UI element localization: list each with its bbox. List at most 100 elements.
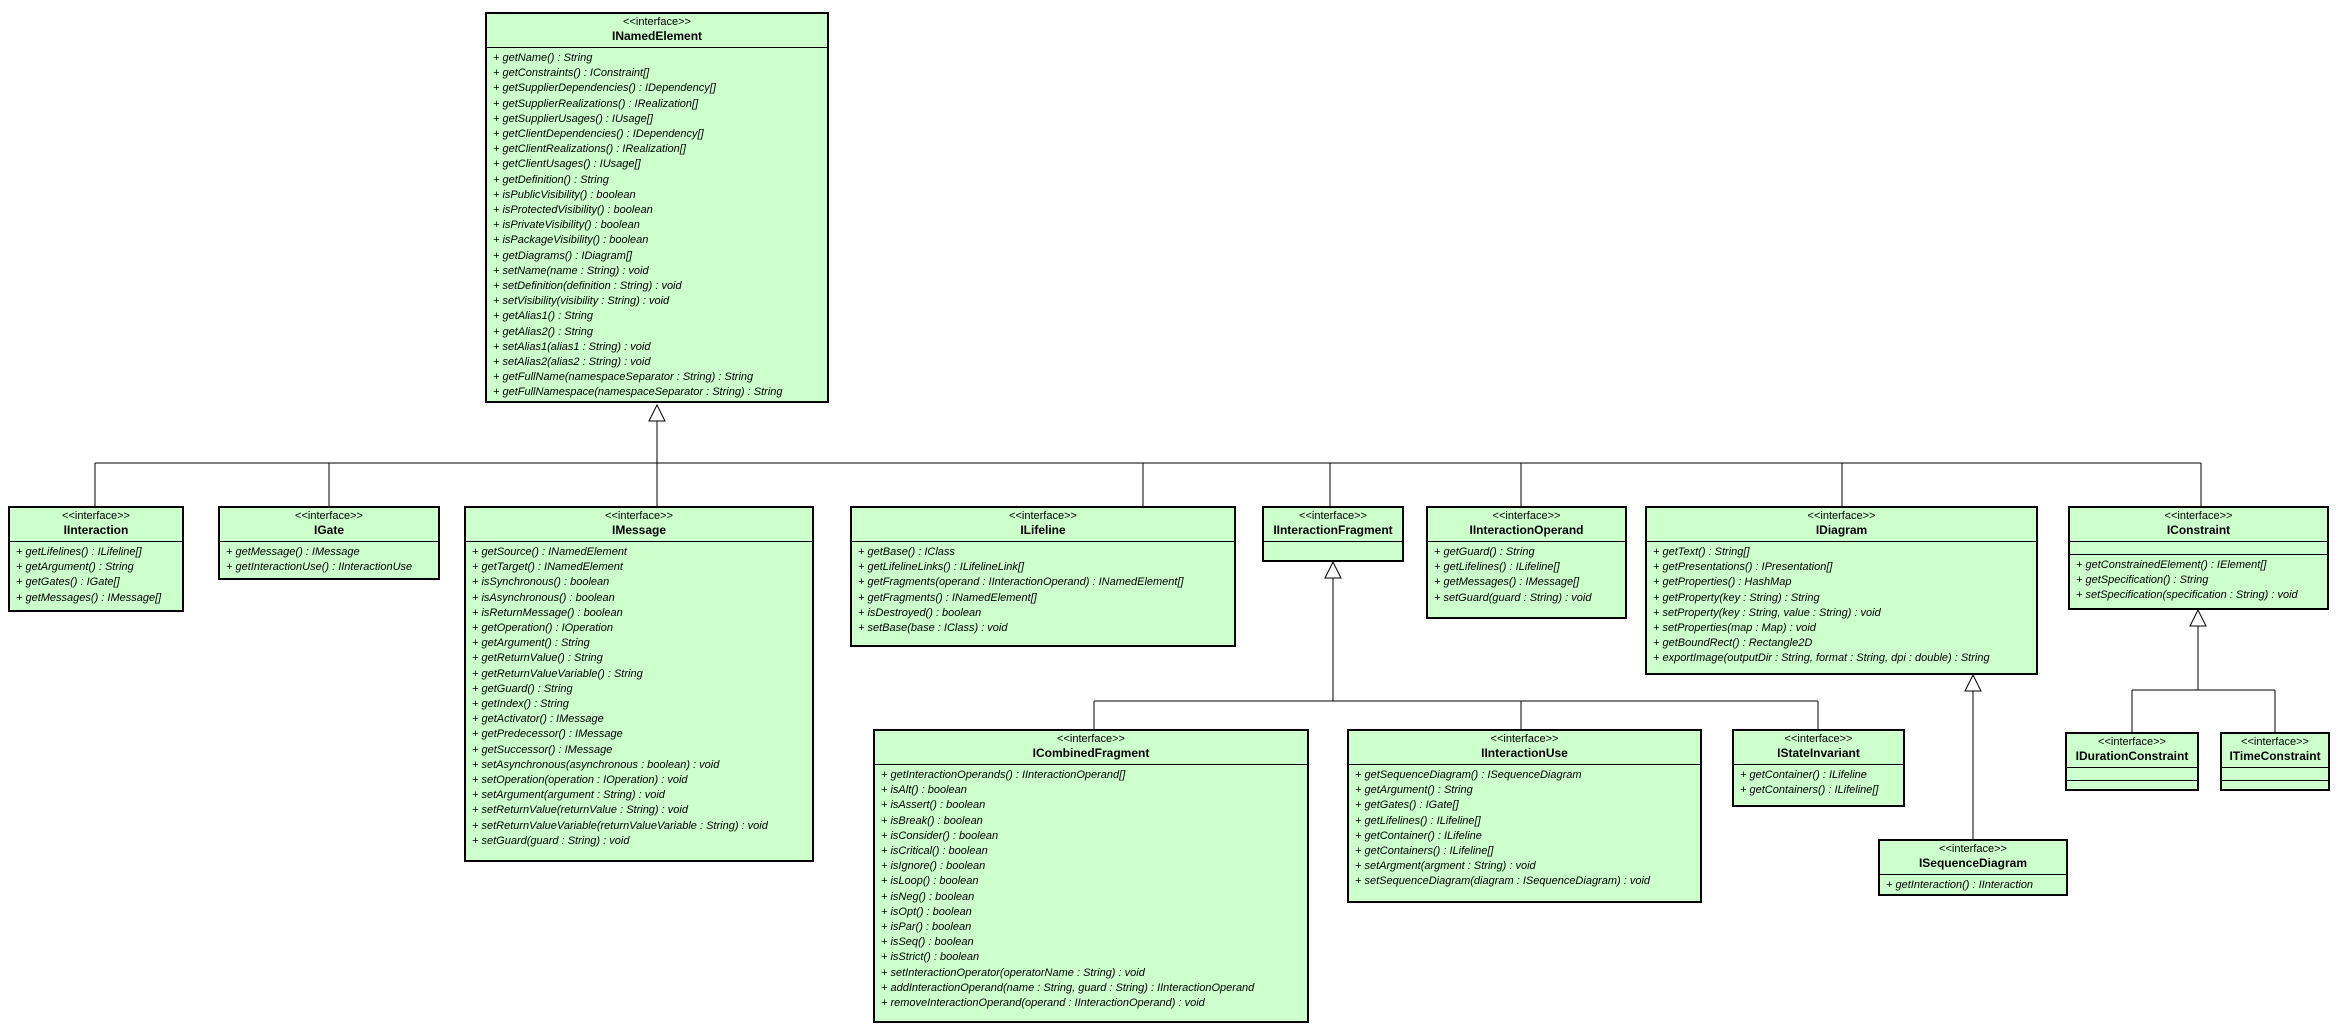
class-box-IDiagram[interactable]: <<interface>>IDiagram+ getText() : Strin… <box>1645 506 2038 675</box>
class-box-IInteractionOperand[interactable]: <<interface>>IInteractionOperand+ getGua… <box>1426 506 1627 619</box>
class-box-ITimeConstraint[interactable]: <<interface>>ITimeConstraint <box>2220 732 2330 791</box>
methods-compartment: + getConstrainedElement() : IElement[] + … <box>2070 554 2327 608</box>
method-item: + getArgument() : String <box>16 561 134 574</box>
class-box-IDurationConstraint[interactable]: <<interface>>IDurationConstraint <box>2065 732 2199 791</box>
method-item: + isSeq() : boolean <box>881 936 974 949</box>
generalization-triangle <box>2189 608 2207 627</box>
method-item: + getSource() : INamedElement <box>472 546 627 558</box>
method-item: + getClientUsages() : IUsage[] <box>493 158 641 171</box>
method-item: + isOpt() : boolean <box>881 905 972 918</box>
method-item: + getContainer() : ILifeline <box>1740 769 1867 781</box>
stereotype-label: <<interface>> <box>1939 843 2007 855</box>
method-item: + setReturnValue(returnValue : String) :… <box>472 804 688 817</box>
method-item: + isProtectedVisibility() : boolean <box>493 204 653 217</box>
class-box-IInteractionUse[interactable]: <<interface>>IInteractionUse+ getSequenc… <box>1347 729 1702 903</box>
class-box-INamedElement[interactable]: <<interface>>INamedElement+ getName() : … <box>485 12 829 403</box>
method-item: + getSupplierUsages() : IUsage[] <box>493 112 653 125</box>
class-header: <<interface>>IInteractionOperand <box>1428 508 1625 542</box>
method-item: + setGuard(guard : String) : void <box>472 834 630 847</box>
class-box-IMessage[interactable]: <<interface>>IMessage + getSource() : INa… <box>464 506 814 862</box>
method-item: + setOperation(operation : IOperation) :… <box>472 774 688 787</box>
class-box-ISequenceDiagram[interactable]: <<interface>>ISequenceDiagram+ getIntera… <box>1878 839 2068 896</box>
method-item: + getDiagrams() : IDiagram[] <box>493 249 633 262</box>
stereotype-label: <<interface>> <box>2241 736 2309 748</box>
method-item: + setArgument(argument : String) : void <box>472 789 665 802</box>
method-item: + getContainers() : ILifeline[] <box>1355 845 1494 858</box>
method-item: + getLifelines() : ILifeline[] <box>1355 814 1481 827</box>
class-header: <<interface>>IMessage <box>466 508 812 542</box>
method-item: + getBoundRect() : Rectangle2D <box>1653 637 1813 650</box>
empty-compartment <box>2067 780 2197 789</box>
method-item: + getSpecification() : String <box>2076 574 2209 587</box>
method-item: + getIndex() : String <box>472 698 569 711</box>
method-item: + getInteractionOperands() : IInteractio… <box>881 769 1126 781</box>
methods-compartment: + getText() : String[] + getPresentations… <box>1647 542 2036 673</box>
method-item: + getReturnValue() : String <box>472 652 603 665</box>
method-item: + getAlias1() : String <box>493 310 593 323</box>
method-item: + setDefinition(definition : String) : v… <box>493 280 682 293</box>
method-item: + isReturnMessage() : boolean <box>472 606 623 619</box>
method-item: + getReturnValueVariable() : String <box>472 667 643 680</box>
method-item: + getFragments() : INamedElement[] <box>858 591 1037 604</box>
method-item: + getActivator() : IMessage <box>472 713 604 726</box>
stereotype-label: <<interface>> <box>2164 510 2233 522</box>
stereotype-label: <<interface>> <box>1057 733 1125 745</box>
class-header: <<interface>>ITimeConstraint <box>2222 734 2328 768</box>
class-box-IStateInvariant[interactable]: <<interface>>IStateInvariant+ getContain… <box>1732 729 1905 807</box>
method-item: + getFullNamespace(namespaceSeparator : … <box>493 386 783 399</box>
method-item: + exportImage(outputDir : String, format… <box>1653 652 1990 665</box>
class-name: IInteractionUse <box>1481 746 1568 760</box>
method-item: + getProperty(key : String) : String <box>1653 591 1820 604</box>
class-box-IGate[interactable]: <<interface>>IGate + getMessage() : IMess… <box>218 506 440 580</box>
class-header: <<interface>>IDiagram <box>1647 508 2036 542</box>
method-item: + getSuccessor() : IMessage <box>472 743 613 756</box>
class-name: IInteractionOperand <box>1469 523 1584 537</box>
methods-compartment: + getInteractionOperands() : IInteractio… <box>875 765 1307 1021</box>
method-item: + getAlias2() : String <box>493 325 593 338</box>
method-item: + getInteraction() : IInteraction <box>1886 879 2034 891</box>
methods-compartment: + getContainer() : ILifeline+ getContain… <box>1734 765 1903 805</box>
method-item: + getLifelines() : ILifeline[] <box>1434 561 1560 574</box>
method-item: + isCritical() : boolean <box>881 845 988 858</box>
method-item: + getGates() : IGate[] <box>16 576 120 589</box>
methods-compartment: + getLifelines() : ILifeline[]+ getArgum… <box>10 542 182 610</box>
method-item: + getText() : String[] <box>1653 546 1750 558</box>
method-item: + setAlias2(alias2 : String) : void <box>493 356 651 369</box>
method-item: + setProperties(map : Map) : void <box>1653 622 1816 635</box>
class-header: <<interface>>IDurationConstraint <box>2067 734 2197 768</box>
method-item: + isAsynchronous() : boolean <box>472 591 615 604</box>
stereotype-label: <<interface>> <box>605 510 673 522</box>
class-box-IInteraction[interactable]: <<interface>>IInteraction+ getLifelines(… <box>8 506 184 612</box>
generalization-triangle <box>1324 560 1342 579</box>
method-item: + setGuard(guard : String) : void <box>1434 591 1592 604</box>
class-header: <<interface>>IGate <box>220 508 438 542</box>
method-item: + getMessages() : IMessage[] <box>1434 576 1580 589</box>
methods-compartment: + getGuard() : String+ getLifelines() : … <box>1428 542 1625 617</box>
class-name: IConstraint <box>2166 523 2231 537</box>
class-box-ICombinedFragment[interactable]: <<interface>>ICombinedFragment + getInter… <box>873 729 1309 1023</box>
method-item: + getPresentations() : IPresentation[] <box>1653 561 1833 574</box>
method-item: + getClientDependencies() : IDependency[… <box>493 128 704 141</box>
empty-compartment <box>2067 768 2197 780</box>
methods-compartment: + getSequenceDiagram() : ISequenceDiagra… <box>1349 765 1700 901</box>
stereotype-label: <<interface>> <box>295 510 363 522</box>
class-box-IInteractionFragment[interactable]: <<interface>>IInteractionFragment <box>1262 506 1404 562</box>
method-item: + getSupplierDependencies() : IDependenc… <box>493 82 716 95</box>
class-box-IConstraint[interactable]: <<interface>>IConstraint + getConstrained… <box>2068 506 2329 610</box>
class-name: IStateInvariant <box>1777 746 1860 760</box>
method-item: + setAlias1(alias1 : String) : void <box>493 340 651 353</box>
class-name: ICombinedFragment <box>1032 746 1150 760</box>
method-item: + getArgument() : String <box>472 637 590 650</box>
method-item: + getConstrainedElement() : IElement[] <box>2076 559 2267 571</box>
method-item: + getOperation() : IOperation <box>472 622 613 635</box>
method-item: + getDefinition() : String <box>493 173 609 186</box>
method-item: + getMessages() : IMessage[] <box>16 591 162 604</box>
class-name: IGate <box>313 523 344 537</box>
method-item: + isPublicVisibility() : boolean <box>493 188 636 201</box>
method-item: + getMessage() : IMessage <box>226 546 360 558</box>
class-box-ILifeline[interactable]: <<interface>>ILifeline+ getBase() : ICla… <box>850 506 1236 647</box>
empty-compartment <box>2070 542 2327 554</box>
class-header: <<interface>>IStateInvariant <box>1734 731 1903 765</box>
methods-compartment: + getName() : String+ getConstraints() :… <box>487 48 827 401</box>
method-item: + getContainer() : ILifeline <box>1355 829 1482 842</box>
